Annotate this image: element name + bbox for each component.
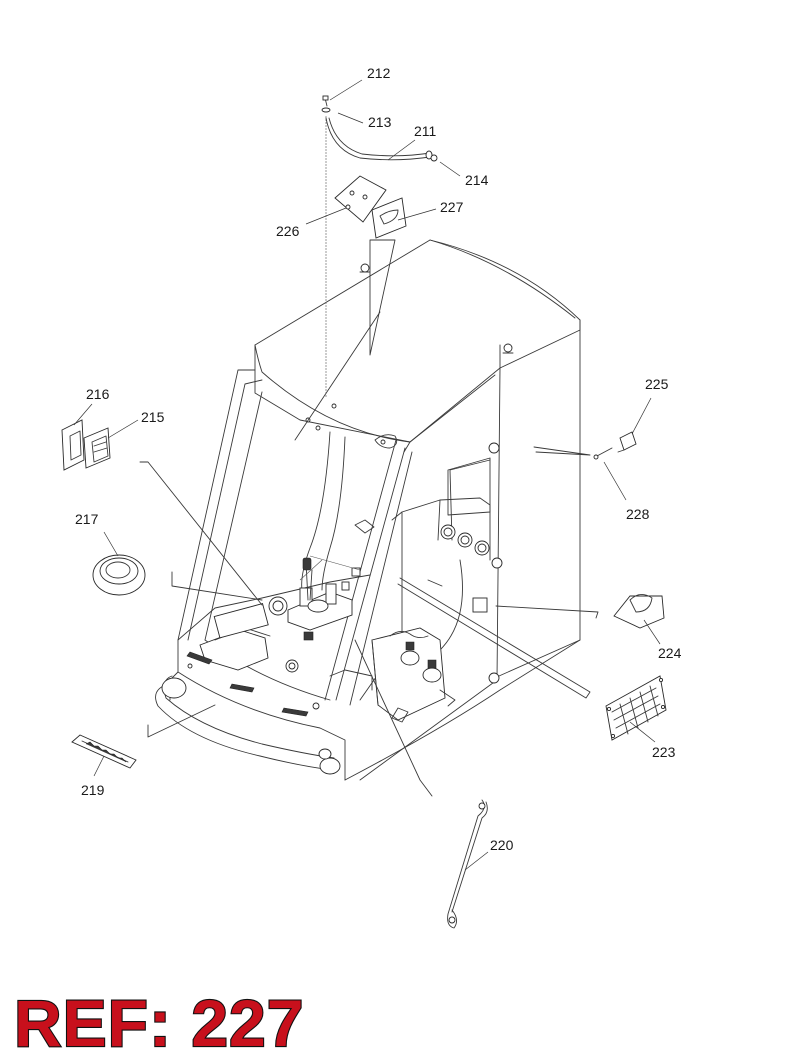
callout-219: 219 [81, 782, 105, 798]
mesh-grille [605, 675, 667, 741]
callout-226: 226 [276, 223, 300, 239]
callout-228: 228 [626, 506, 650, 522]
callout-211: 211 [414, 123, 437, 139]
cab-body [139, 239, 599, 797]
callout-labels: 212 213 211 214 226 227 216 215 225 228 … [75, 65, 682, 853]
callout-223: 223 [652, 744, 676, 760]
callout-212: 212 [367, 65, 391, 81]
callout-220: 220 [490, 837, 514, 853]
loose-parts [61, 95, 667, 929]
callout-217: 217 [75, 511, 99, 527]
leader-lines [73, 79, 661, 871]
callout-216: 216 [86, 386, 110, 402]
callout-215: 215 [141, 409, 165, 425]
callout-225: 225 [645, 376, 669, 392]
callout-214: 214 [465, 172, 489, 188]
callout-213: 213 [368, 114, 392, 130]
pump-assembly [371, 627, 456, 723]
callout-227: 227 [440, 199, 464, 215]
control-joysticks [268, 557, 361, 641]
callout-224: 224 [658, 645, 682, 661]
reference-label: REF: 227 [14, 986, 304, 1053]
